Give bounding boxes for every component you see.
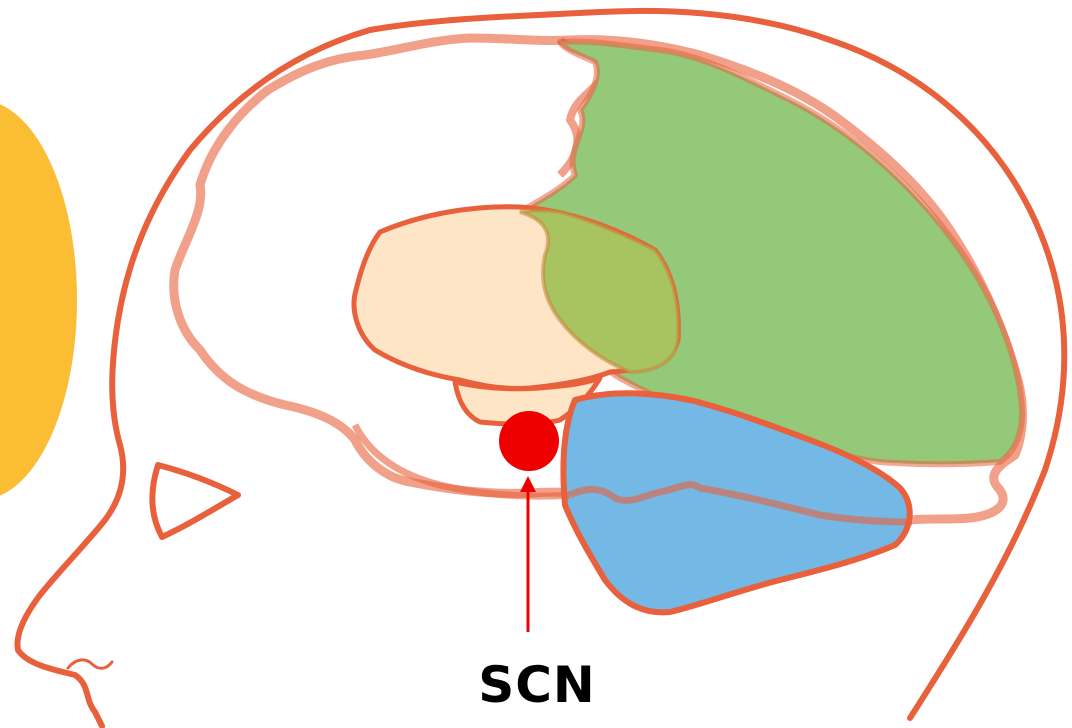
- scn-marker: [499, 411, 559, 471]
- nose: [68, 660, 112, 668]
- eye: [152, 465, 238, 537]
- sun: [0, 100, 77, 500]
- scn-label: SCN: [478, 656, 596, 714]
